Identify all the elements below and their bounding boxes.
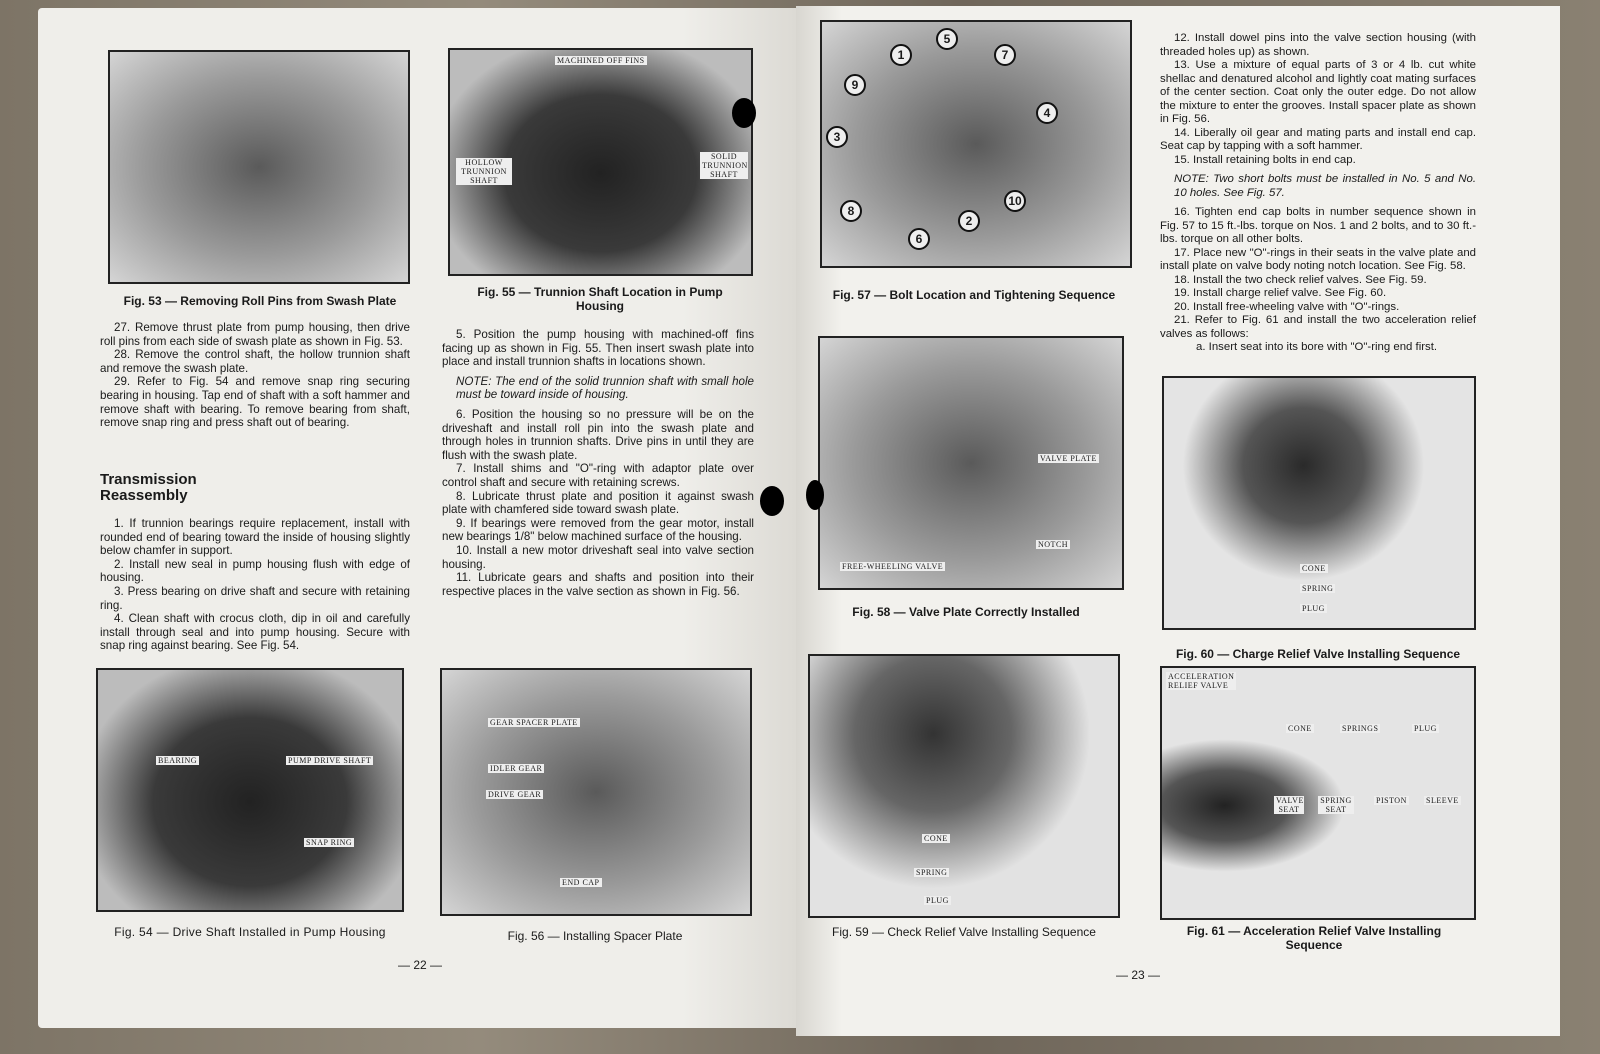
label-idler-gear: IDLER GEAR <box>488 764 545 773</box>
label-drive-gear: DRIVE GEAR <box>486 790 544 799</box>
paragraph: 1. If trunnion bearings require replacem… <box>100 517 410 558</box>
bolt-number: 3 <box>826 126 848 148</box>
label-snap-ring: SNAP RING <box>304 838 355 847</box>
paragraph: 15. Install retaining bolts in end cap. <box>1174 153 1356 166</box>
paragraph: 16. Tighten end cap bolts in number sequ… <box>1160 206 1476 245</box>
paragraph: 11. Lubricate gears and shafts and posit… <box>442 571 754 598</box>
paragraph: 13. Use a mixture of equal parts of 3 or… <box>1160 59 1476 125</box>
punch-hole <box>760 486 784 516</box>
label-valve-seat: VALVE SEAT <box>1274 796 1304 814</box>
label-sleeve: SLEEVE <box>1424 796 1461 805</box>
label-free-wheeling-valve: FREE-WHEELING VALVE <box>840 562 946 571</box>
paragraph: 14. Liberally oil gear and mating parts … <box>1160 126 1476 153</box>
label-springs: SPRINGS <box>1340 724 1381 733</box>
fig-57-caption: Fig. 57 — Bolt Location and Tightening S… <box>832 288 1116 302</box>
label-acceleration-relief-valve: ACCELERATION RELIEF VALVE <box>1166 672 1236 690</box>
fig-59-caption: Fig. 59 — Check Relief Valve Installing … <box>832 925 1096 939</box>
fig-61-photo: ACCELERATION RELIEF VALVE CONE SPRINGS P… <box>1160 666 1476 920</box>
fig-61-caption: Fig. 61 — Acceleration Relief Valve Inst… <box>1186 924 1442 952</box>
bolt-number: 8 <box>840 200 862 222</box>
label-cone: CONE <box>1300 564 1328 573</box>
label-spring: SPRING <box>914 868 950 877</box>
label-spring: SPRING <box>1300 584 1336 593</box>
page-number-23: — 23 — <box>1116 968 1161 982</box>
fig-56-photo: GEAR SPACER PLATE IDLER GEAR DRIVE GEAR … <box>440 668 752 916</box>
paragraph: 29. Refer to Fig. 54 and remove snap rin… <box>100 375 410 430</box>
label-machined-off-fins: MACHINED OFF FINS <box>555 56 647 65</box>
punch-hole <box>806 480 824 510</box>
fig-58-photo: VALVE PLATE NOTCH FREE-WHEELING VALVE <box>818 336 1124 590</box>
fig-60-photo: CONE SPRING PLUG <box>1162 376 1476 630</box>
bolt-number: 9 <box>844 74 866 96</box>
fig-58-caption: Fig. 58 — Valve Plate Correctly Installe… <box>852 605 1080 619</box>
paragraph: 4. Clean shaft with crocus cloth, dip in… <box>100 612 410 653</box>
paragraph: 27. Remove thrust plate from pump housin… <box>100 321 410 348</box>
label-piston: PISTON <box>1374 796 1409 805</box>
paragraph: 18. Install the two check relief valves.… <box>1174 273 1427 286</box>
paragraph: 5. Position the pump housing with machin… <box>442 328 754 369</box>
paragraph: 10. Install a new motor driveshaft seal … <box>442 543 754 571</box>
fig-54-caption: Fig. 54 — Drive Shaft Installed in Pump … <box>114 925 386 939</box>
paragraph: 9. If bearings were removed from the gea… <box>442 516 754 544</box>
bolt-number: 7 <box>994 44 1016 66</box>
label-bearing: BEARING <box>156 756 200 765</box>
paragraph: 3. Press bearing on drive shaft and secu… <box>100 584 410 612</box>
label-valve-plate: VALVE PLATE <box>1038 454 1099 463</box>
label-cone: CONE <box>922 834 950 843</box>
paragraph: 20. Install free-wheeling valve with "O"… <box>1174 300 1400 313</box>
paragraph: 6. Position the housing so no pressure w… <box>442 407 754 462</box>
bolt-number: 1 <box>890 44 912 66</box>
paragraph: 19. Install charge relief valve. See Fig… <box>1174 287 1387 299</box>
punch-hole <box>732 98 756 128</box>
fig-60-caption: Fig. 60 — Charge Relief Valve Installing… <box>1175 647 1461 661</box>
paragraph: 28. Remove the control shaft, the hollow… <box>100 348 410 375</box>
note: NOTE: The end of the solid trunnion shaf… <box>456 374 754 402</box>
right-column-text: 12. Install dowel pins into the valve se… <box>1160 32 1476 355</box>
label-cone: CONE <box>1286 724 1314 733</box>
bolt-number: 6 <box>908 228 930 250</box>
paragraph: 21. Refer to Fig. 61 and install the two… <box>1160 314 1476 340</box>
fig-59-photo: CONE SPRING PLUG <box>808 654 1120 918</box>
col1-top-text: 27. Remove thrust plate from pump housin… <box>100 321 410 430</box>
col2-text: 5. Position the pump housing with machin… <box>442 328 754 598</box>
paragraph: 2. Install new seal in pump housing flus… <box>100 557 410 585</box>
fig-55-caption: Fig. 55 — Trunnion Shaft Location in Pum… <box>477 285 723 313</box>
page-number-22: — 22 — <box>398 958 443 972</box>
label-pump-drive-shaft: PUMP DRIVE SHAFT <box>286 756 374 765</box>
paragraph: 12. Install dowel pins into the valve se… <box>1160 32 1476 58</box>
label-solid-trunnion-shaft: SOLID TRUNNION SHAFT <box>700 152 748 179</box>
label-hollow-trunnion-shaft: HOLLOW TRUNNION SHAFT <box>456 158 512 185</box>
fig-57-photo: 1 5 7 9 4 3 10 2 8 6 <box>820 20 1132 268</box>
label-spring-seat: SPRING SEAT <box>1318 796 1354 814</box>
bolt-number: 4 <box>1036 102 1058 124</box>
bolt-number: 5 <box>936 28 958 50</box>
fig-53-photo <box>108 50 410 284</box>
fig-53-caption: Fig. 53 — Removing Roll Pins from Swash … <box>123 294 397 308</box>
bolt-number: 10 <box>1004 190 1026 212</box>
section-heading: Transmission Reassembly <box>100 471 197 504</box>
paragraph: a. Insert seat into its bore with "O"-ri… <box>1196 341 1438 353</box>
col1-bottom-text: 1. If trunnion bearings require replacem… <box>100 517 410 653</box>
fig-54-photo: BEARING PUMP DRIVE SHAFT SNAP RING <box>96 668 404 912</box>
label-plug: PLUG <box>924 896 951 905</box>
label-gear-spacer-plate: GEAR SPACER PLATE <box>488 718 580 727</box>
note: NOTE: Two short bolts must be installed … <box>1174 173 1476 199</box>
bolt-number: 2 <box>958 210 980 232</box>
fig-55-photo: MACHINED OFF FINS HOLLOW TRUNNION SHAFT … <box>448 48 753 276</box>
label-plug: PLUG <box>1300 604 1327 613</box>
paragraph: 8. Lubricate thrust plate and position i… <box>442 489 754 517</box>
label-notch: NOTCH <box>1036 540 1071 549</box>
paragraph: 17. Place new "O"-rings in their seats i… <box>1160 246 1476 273</box>
label-end-cap: END CAP <box>560 878 602 887</box>
paragraph: 7. Install shims and "O"-ring with adapt… <box>442 462 754 489</box>
fig-56-caption: Fig. 56 — Installing Spacer Plate <box>507 929 683 943</box>
label-plug: PLUG <box>1412 724 1439 733</box>
